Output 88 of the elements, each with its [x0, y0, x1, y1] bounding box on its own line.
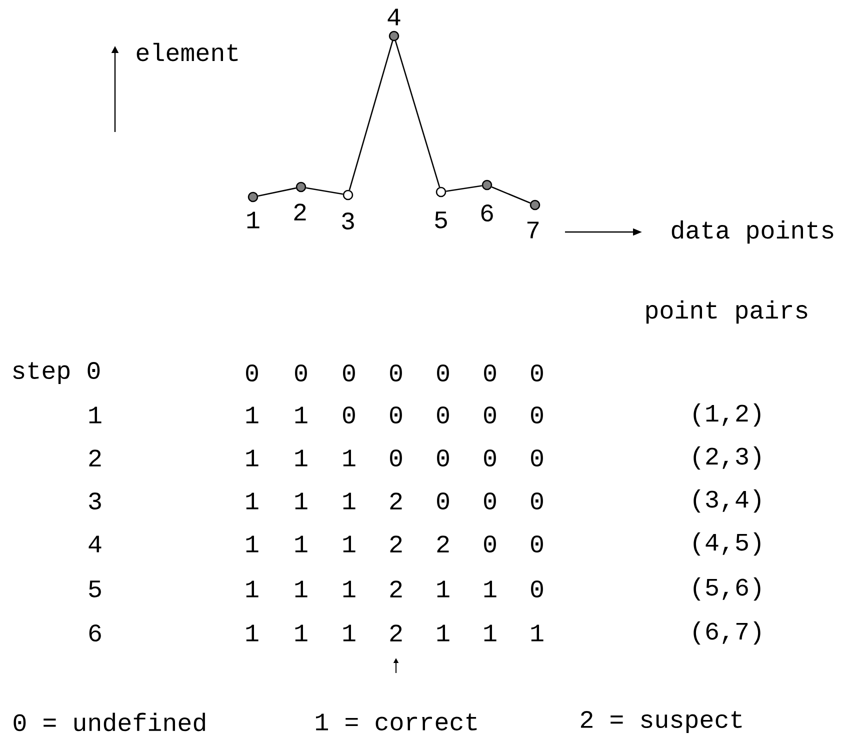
data-point [482, 180, 492, 190]
row-label: 1 [89, 406, 102, 424]
data-point [388, 30, 400, 42]
point-pair: (1,2) [694, 403, 760, 427]
table-value: 0 [531, 450, 543, 466]
table-value: 2 [390, 580, 402, 598]
legend-entry: 1 = correct [316, 714, 477, 730]
table-value: 1 [437, 580, 450, 598]
table-value: 0 [246, 364, 258, 382]
point-pair: (3,4) [694, 489, 760, 513]
point-number: 1 [247, 212, 260, 228]
row-label: 2 [89, 450, 101, 466]
row-label: 5 [89, 580, 101, 598]
table-value: 0 [390, 364, 402, 382]
table-value: 1 [295, 492, 308, 510]
table-value: 1 [246, 406, 258, 424]
table-value: 1 [484, 580, 496, 598]
point-pair: (2,3) [694, 446, 760, 470]
point-pair: (6,7) [694, 621, 760, 645]
data-point [436, 186, 446, 198]
table-value: 0 [437, 492, 449, 510]
line-segment [348, 40, 394, 190]
table-value: 0 [531, 364, 543, 382]
table-value: 0 [531, 536, 543, 552]
table-value: 2 [390, 536, 402, 552]
table-value: 1 [295, 536, 308, 552]
table-value: 0 [390, 406, 402, 424]
axis-label: element [136, 42, 238, 62]
table-value: 2 [437, 536, 449, 552]
table-value: 0 [484, 492, 496, 510]
table-value: 1 [343, 450, 356, 466]
table-value: 1 [343, 536, 356, 552]
table-value: 1 [246, 624, 258, 642]
table-value: 1 [437, 624, 450, 642]
table-value: 1 [531, 624, 544, 642]
row-label: 6 [89, 624, 101, 642]
line-segment [446, 185, 482, 192]
table-value: 1 [246, 450, 258, 466]
table-value: 1 [343, 624, 356, 642]
table-value: 1 [246, 492, 258, 510]
table-value: 0 [484, 536, 496, 552]
table-value: 1 [295, 406, 308, 424]
table-value: 0 [295, 364, 307, 382]
data-point [248, 192, 258, 202]
point-number: 5 [435, 212, 447, 228]
table-value: 0 [343, 406, 355, 424]
point-number: 4 [388, 8, 400, 26]
table-value: 0 [437, 406, 449, 424]
table-value: 0 [484, 406, 496, 424]
line-segment [394, 40, 440, 188]
line-segment [258, 187, 296, 197]
data-point [342, 190, 354, 200]
table-value: 0 [484, 364, 496, 382]
table-value: 0 [531, 406, 543, 424]
table-value: 2 [390, 624, 402, 642]
table-value: 1 [484, 624, 496, 642]
point-number: 2 [294, 204, 306, 220]
table-value: 0 [343, 364, 355, 382]
point-number: 7 [527, 222, 539, 238]
point-number: 3 [342, 212, 354, 230]
line-segment [306, 187, 344, 195]
column-header: point pairs [646, 300, 808, 324]
axis-label: data points [672, 220, 834, 244]
table-value: 1 [343, 492, 356, 510]
table-value: 1 [246, 580, 258, 598]
table-value: 0 [484, 450, 496, 466]
table-value: 1 [295, 580, 308, 598]
legend-entry: 0 = undefined [14, 712, 205, 732]
table-value: 0 [437, 364, 449, 382]
table-value: 0 [437, 450, 449, 466]
point-pair: (5,6) [694, 577, 760, 601]
row-label: 3 [89, 492, 101, 510]
table-value: 2 [390, 492, 402, 510]
table-value: 0 [531, 492, 543, 510]
table-value: 1 [295, 450, 308, 466]
table-value: 0 [531, 580, 543, 598]
point-number: 6 [481, 204, 493, 222]
legend-entry: 2 = suspect [580, 711, 742, 733]
point-pair: (4,5) [694, 532, 760, 556]
table-value: 1 [246, 536, 258, 552]
data-point [530, 200, 540, 210]
data-point [296, 182, 306, 192]
table-value: 1 [295, 624, 308, 642]
row-label: 4 [88, 536, 102, 552]
line-segment [492, 186, 530, 204]
table-value: 1 [343, 580, 356, 598]
row-label: step 0 [13, 362, 100, 384]
table-value: 0 [390, 450, 402, 466]
